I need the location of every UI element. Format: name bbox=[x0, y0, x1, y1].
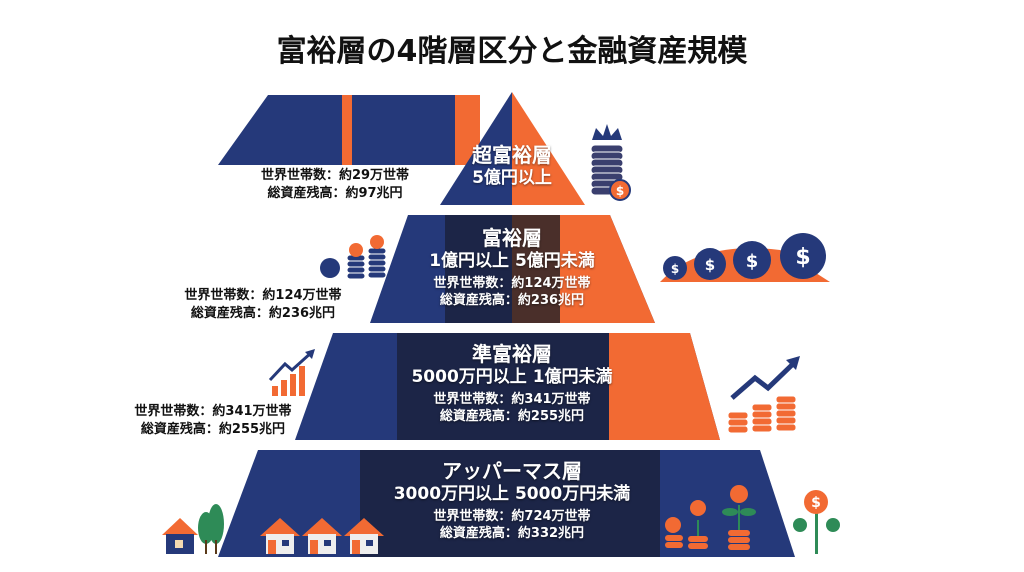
tier-4-assets: 総資産残高：約332兆円 bbox=[439, 526, 585, 541]
tier-2-households: 世界世帯数：約124万世帯 bbox=[433, 276, 591, 291]
tier-1-shape bbox=[440, 92, 585, 205]
tier-3-shape bbox=[295, 333, 720, 440]
tier-2-label: 富裕層 1億円以上 5億円未満 世界世帯数：約124万世帯 総資産残高：約236… bbox=[362, 226, 662, 309]
tier-1-side-households: 世界世帯数：約29万世帯 bbox=[260, 168, 410, 183]
tier-1-range: 5億円以上 bbox=[472, 168, 552, 188]
tier-2-side-label: 世界世帯数：約124万世帯 総資産残高：約236兆円 bbox=[158, 287, 368, 323]
tier-3-label: 準富裕層 5000万円以上 1億円未満 世界世帯数：約341万世帯 総資産残高：… bbox=[362, 342, 662, 425]
tier-3-range: 5000万円以上 1億円未満 bbox=[411, 367, 613, 387]
svg-text:$: $ bbox=[616, 184, 624, 198]
svg-text:$: $ bbox=[671, 262, 679, 276]
tier-2-shape bbox=[370, 215, 655, 323]
tier-4-range: 3000万円以上 5000万円未満 bbox=[393, 484, 631, 504]
tier-2-side-assets: 総資産残高：約236兆円 bbox=[190, 306, 336, 321]
svg-text:$: $ bbox=[811, 495, 821, 511]
tier-1-side-assets: 総資産残高：約97兆円 bbox=[267, 186, 403, 201]
svg-text:$: $ bbox=[705, 256, 715, 274]
tier-3-households: 世界世帯数：約341万世帯 bbox=[433, 392, 591, 407]
tier-2-range: 1億円以上 5億円未満 bbox=[429, 251, 595, 271]
tier-3-side-label: 世界世帯数：約341万世帯 総資産残高：約255兆円 bbox=[108, 403, 318, 439]
money-plant-icon: $ bbox=[665, 485, 840, 554]
house-icon bbox=[162, 504, 384, 554]
page-title: 富裕層の4階層区分と金融資産規模 bbox=[276, 34, 748, 69]
tier-2-name: 富裕層 bbox=[482, 226, 542, 250]
svg-text:$: $ bbox=[795, 245, 810, 270]
tier-3-side-households: 世界世帯数：約341万世帯 bbox=[134, 404, 292, 419]
tier-2-side-households: 世界世帯数：約124万世帯 bbox=[184, 288, 342, 303]
tier-3-assets: 総資産残高：約255兆円 bbox=[439, 409, 585, 424]
top-band bbox=[218, 95, 480, 165]
money-bags-icon: $ $ $ $ bbox=[320, 233, 830, 282]
tier-4-name: アッパーマス層 bbox=[442, 459, 582, 483]
tier-1-side-label: 世界世帯数：約29万世帯 総資産残高：約97兆円 bbox=[230, 167, 440, 203]
tier-3-name: 準富裕層 bbox=[472, 342, 552, 366]
tier-4-label: アッパーマス層 3000万円以上 5000万円未満 世界世帯数：約724万世帯 … bbox=[342, 459, 682, 542]
tier-2-assets: 総資産残高：約236兆円 bbox=[439, 293, 585, 308]
tier-1-name: 超富裕層 bbox=[472, 143, 552, 167]
tier-1-label: 超富裕層 5億円以上 bbox=[442, 143, 582, 189]
tier-3-side-assets: 総資産残高：約255兆円 bbox=[140, 422, 286, 437]
crown-coins-icon: $ bbox=[590, 124, 631, 201]
svg-text:$: $ bbox=[746, 251, 759, 272]
growth-chart-icon bbox=[268, 349, 800, 434]
tier-4-households: 世界世帯数：約724万世帯 bbox=[433, 509, 591, 524]
